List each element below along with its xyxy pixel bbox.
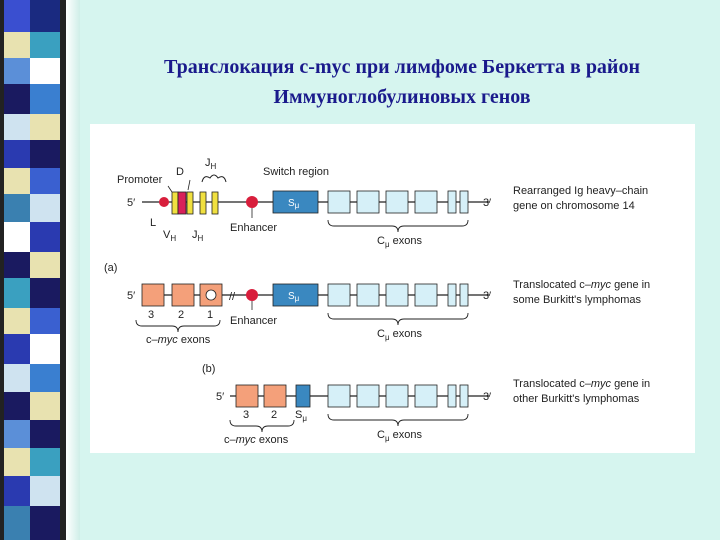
c-mu-exon	[414, 283, 438, 307]
five-prime-label: 5′	[127, 197, 135, 209]
translocation-diagram: Promoter D JH Switch region 5′ L VH JH E…	[90, 124, 695, 453]
enhancer-label: Enhancer	[230, 222, 277, 234]
promoter-dot	[159, 197, 169, 207]
promoter-label: Promoter	[117, 174, 163, 186]
row1-caption-line1: Rearranged Ig heavy–chain	[513, 185, 648, 197]
jh-bottom-label: JH	[192, 229, 204, 243]
vh-label: VH	[163, 229, 176, 243]
row2-caption-line1: Translocated c–myc gene in	[513, 279, 650, 291]
c-mu-exons-label-2: Cμ exons	[377, 328, 422, 342]
switch-region-label: Switch region	[263, 166, 329, 178]
three-prime-label-3: 3′	[483, 391, 491, 403]
title-line-2: Иммуноглобулиновых генов	[273, 86, 531, 108]
vh-segment	[177, 191, 187, 215]
d-segment	[186, 191, 194, 215]
l-segment	[171, 191, 179, 215]
row3-caption-line2: other Burkitt's lymphomas	[513, 393, 640, 405]
d-label: D	[176, 166, 184, 178]
c-mu-exon	[327, 190, 351, 214]
c-mu-exon	[356, 384, 380, 408]
l-label: L	[150, 217, 156, 229]
five-prime-label-3: 5′	[216, 391, 224, 403]
three-prime-label-2: 3′	[483, 290, 491, 302]
break-mark: //	[229, 291, 236, 303]
title-line-1: Транслокация c-myc при лимфоме Беркетта …	[164, 56, 640, 78]
c-mu-exon	[327, 384, 351, 408]
exon-3-label-3: 3	[243, 409, 249, 421]
s-mu-label-3: Sμ	[295, 409, 307, 423]
cmyc-exon-2	[171, 283, 195, 307]
cmyc-exon-3	[235, 384, 259, 408]
exon-2-label: 2	[178, 309, 184, 321]
c-mu-exon	[447, 190, 457, 214]
cmyc-exons-label-3: c–myc exons	[224, 434, 289, 446]
exon-3-label: 3	[148, 309, 154, 321]
stripe-edge	[66, 0, 80, 540]
c-mu-exon	[356, 190, 380, 214]
c-mu-exon	[414, 384, 438, 408]
s-mu-box-3	[295, 384, 311, 408]
cmyc-exon-2	[263, 384, 287, 408]
row1-caption-line2: gene on chromosome 14	[513, 200, 635, 212]
cmyc-exon-3	[141, 283, 165, 307]
c-mu-exon	[447, 384, 457, 408]
c-mu-exons-label: Cμ exons	[377, 235, 422, 249]
s-mu-label: Sμ	[288, 198, 300, 210]
panel-b-label: (b)	[202, 363, 215, 375]
row3-caption-line1: Translocated c–myc gene in	[513, 378, 650, 390]
row2-caption-line2: some Burkitt's lymphomas	[513, 294, 642, 306]
c-mu-exon	[385, 384, 409, 408]
enhancer-label-2: Enhancer	[230, 315, 277, 327]
c-mu-exon	[327, 283, 351, 307]
s-mu-box	[272, 190, 319, 214]
c-mu-exon	[385, 190, 409, 214]
c-mu-exon	[459, 384, 469, 408]
five-prime-label-2: 5′	[127, 290, 135, 302]
s-mu-label-2: Sμ	[288, 291, 300, 303]
panel-a-label: (a)	[104, 262, 117, 274]
slide-title: Транслокация c-myc при лимфоме Беркетта …	[84, 52, 720, 112]
jh-segment	[211, 191, 219, 215]
c-mu-exon	[459, 190, 469, 214]
s-mu-box-2	[272, 283, 319, 307]
exon-2-label-3: 2	[271, 409, 277, 421]
exon-1-label: 1	[207, 309, 213, 321]
c-mu-exon	[356, 283, 380, 307]
enhancer-dot	[246, 196, 258, 208]
c-mu-exon	[414, 190, 438, 214]
c-mu-exon	[447, 283, 457, 307]
breakpoint-circle	[205, 289, 217, 301]
three-prime-label: 3′	[483, 197, 491, 209]
c-mu-exons-label-3: Cμ exons	[377, 429, 422, 443]
jh-segment	[199, 191, 207, 215]
c-mu-exon	[385, 283, 409, 307]
jh-top-label: JH	[205, 157, 217, 171]
c-mu-exon	[459, 283, 469, 307]
cmyc-exons-label: c–myc exons	[146, 334, 211, 346]
enhancer-dot-2	[246, 289, 258, 301]
decorative-stripe	[0, 0, 66, 540]
